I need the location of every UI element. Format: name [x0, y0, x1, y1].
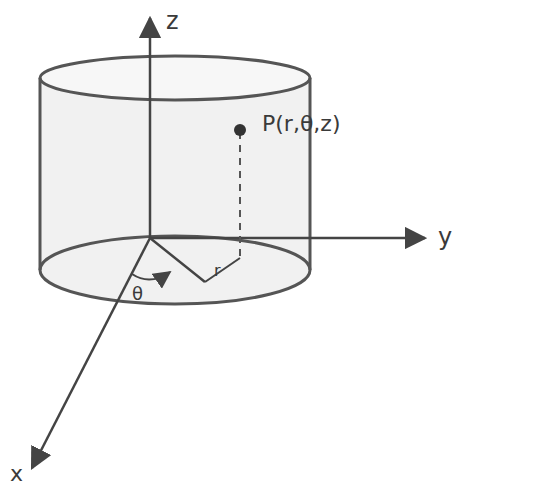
axis-label: x	[10, 462, 23, 486]
cylinder-side	[39, 78, 42, 270]
radius-line	[150, 238, 205, 282]
z-axis	[149, 18, 152, 238]
height-dashed-line	[239, 132, 241, 258]
angle-label: θ	[132, 284, 143, 304]
bottom-ellipse	[40, 236, 310, 304]
point-p	[234, 124, 246, 136]
cylinder-side	[309, 78, 312, 270]
theta-arc	[132, 272, 170, 280]
y-axis	[150, 237, 425, 240]
x-axis	[32, 238, 150, 468]
top-ellipse	[40, 56, 310, 100]
axis-label: y	[438, 224, 452, 250]
point-label: P(r,θ,z)	[262, 112, 340, 136]
projection-line	[205, 258, 240, 282]
axis-label: z	[166, 8, 179, 34]
radius-label: r	[214, 262, 221, 280]
